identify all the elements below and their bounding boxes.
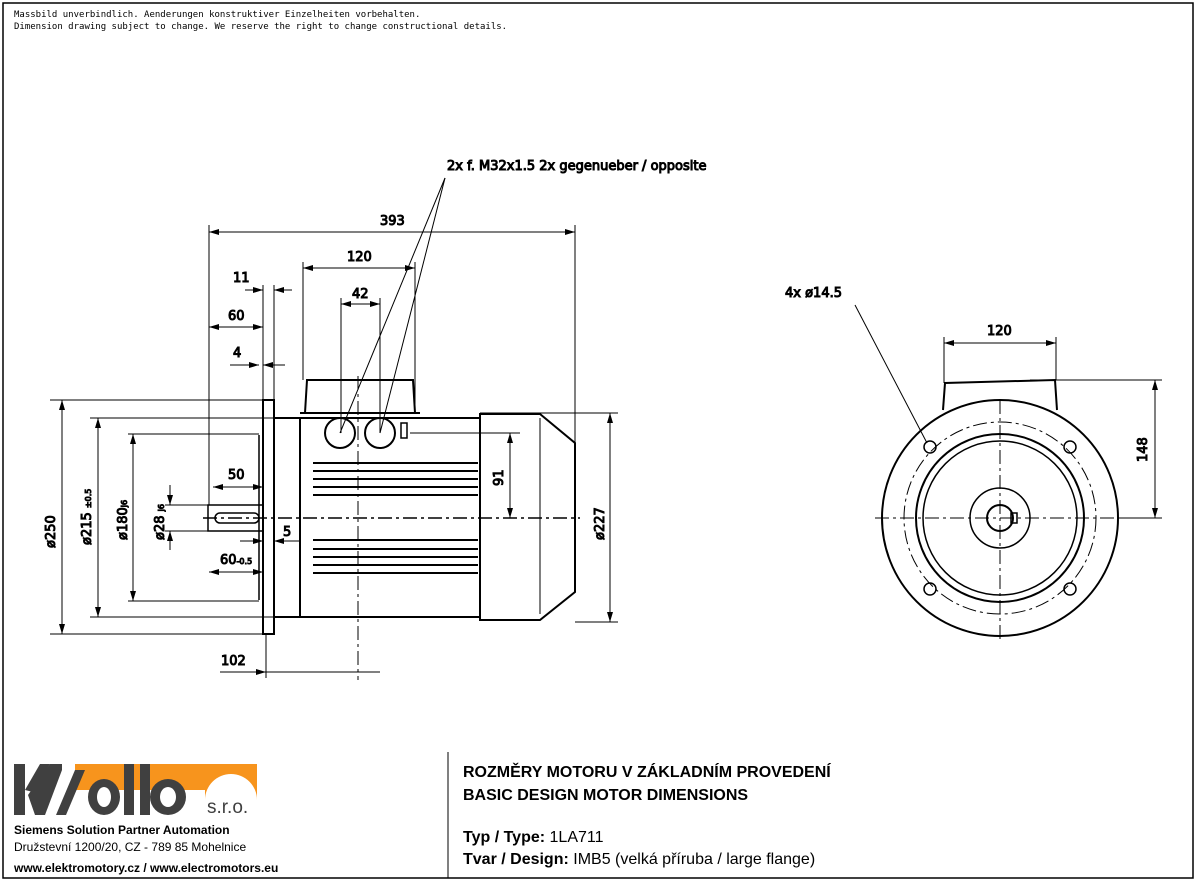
disclaimer: Massbild unverbindlich. Aenderungen kons… [14,9,507,33]
dim-spigot: 4 [233,346,241,361]
cable-entry-note: 2x f. M32x1.5 2x gegenueber / opposite [447,159,706,174]
company-logo [14,764,257,815]
dim-axis-to-box: 91 [492,469,507,486]
side-view [203,376,580,680]
dimension-lines [50,177,618,678]
title-cz: ROZMĚRY MOTORU V ZÁKLADNÍM PROVEDENÍ [463,764,831,781]
title-en: BASIC DESIGN MOTOR DIMENSIONS [463,787,749,804]
disclaimer-de: Massbild unverbindlich. Aenderungen kons… [14,10,421,20]
dim-flange-dia: ø250 [44,515,59,548]
cooling-fins [313,462,478,574]
company-web: www.elektromotory.cz / www.electromotors… [14,861,279,875]
dim-terminal-box: 120 [347,250,372,265]
dim-flange-thickness: 11 [233,271,250,286]
dim-shaft-length: 60 [228,309,245,324]
dim-holes: 4x ø14.5 [785,286,842,301]
type-label: Typ / Type: [463,829,546,846]
type-value: 1LA711 [549,829,604,846]
design-value: IMB5 (velká příruba / large flange) [573,851,816,868]
terminal-box-front [942,378,1058,411]
design-label: Tvar / Design: [463,851,569,868]
dim-shaft-offset: 5 [283,525,291,540]
fan-cover [479,413,576,621]
dim-spigot-dia: ø180j6 [116,500,131,540]
dim-gland-spacing: 42 [352,287,369,302]
cable-gland [324,417,356,449]
front-view [875,378,1125,640]
flange [262,399,275,635]
dim-front-box-width: 120 [987,324,1012,339]
dim-fan-cover-dia: ø227 [593,507,608,540]
design-row: Tvar / Design: IMB5 (velká příruba / lar… [463,851,815,869]
company-address: Družstevní 1200/20, CZ - 789 85 Mohelnic… [14,840,247,854]
type-row: Typ / Type: 1LA711 [463,829,604,847]
company-suffix: s.r.o. [207,797,249,818]
dim-overall-length: 393 [380,214,405,229]
mounting-holes [923,440,1077,596]
dim-pitch-dia: ø215 ±0.5 [80,489,95,545]
dim-front-height: 148 [1136,437,1151,462]
dim-shaft-tol: 60-0.5 [220,553,252,568]
company-tagline: Siemens Solution Partner Automation [14,823,230,837]
disclaimer-en: Dimension drawing subject to change. We … [14,22,508,32]
dim-keyway: 50 [228,468,245,483]
dim-shaft-dia: ø28 j6 [153,504,168,540]
dim-flange-to-box: 102 [221,654,246,669]
